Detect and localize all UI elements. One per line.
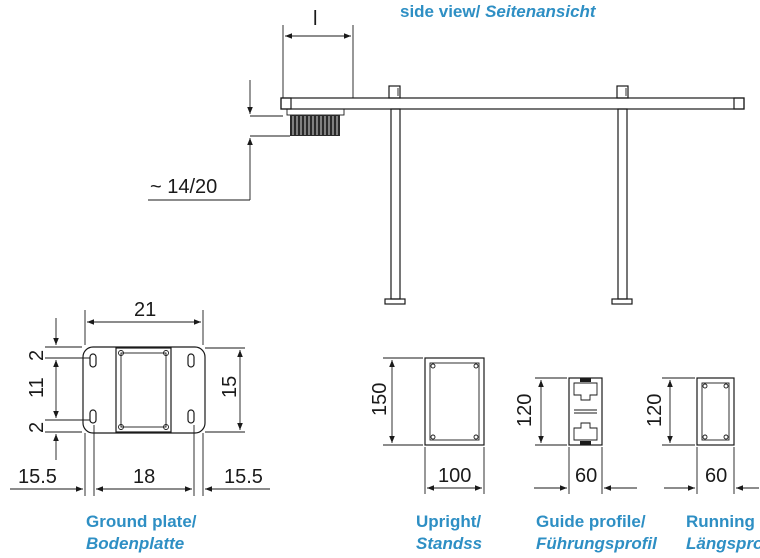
rail-end-cap-left [280, 97, 292, 110]
ru-dim-width: 60 [705, 465, 727, 487]
upright-1 [390, 108, 401, 300]
rail [280, 97, 745, 110]
foot-1 [384, 298, 406, 305]
up-caption-en: Upright/ [416, 512, 481, 531]
running-profile-corner [702, 383, 708, 389]
running-profile-corner [723, 434, 729, 440]
gu-caption-de: Führungsprofil [536, 534, 658, 553]
plate-outline [82, 346, 206, 434]
gp-dim-bottom-right: 15.5 [224, 466, 263, 488]
plate-upright-inner [120, 352, 167, 428]
dim-height-label: ~ 14/20 [150, 176, 217, 198]
side-view: side view/ Seitenansicht l ~ 14/20 [148, 2, 745, 305]
plate-bolt [163, 350, 169, 356]
gp-dim-top: 21 [134, 299, 156, 321]
plate-slot [187, 353, 195, 368]
brush-holder [286, 108, 345, 116]
ru-caption-en: Running [686, 512, 755, 531]
plate-upright-footprint [115, 347, 172, 433]
plate-slot [89, 353, 97, 368]
plate-bolt [118, 424, 124, 430]
ru-dim-height: 120 [644, 394, 666, 427]
upright-2 [617, 108, 628, 300]
gp-dim-left-top: 2 [26, 350, 48, 361]
plate-bolt [163, 424, 169, 430]
upright-profile-corner [430, 363, 436, 369]
running-profile-outline [696, 377, 735, 446]
ru-caption-de: Längspro [686, 534, 760, 553]
guide-profile-section: 120 60 Guide profile/ Führungsprofil [514, 377, 658, 553]
running-profile-section: 120 60 Running Längspro [644, 377, 760, 553]
gp-dim-bottom-mid: 18 [133, 466, 155, 488]
guide-profile-top-channel [573, 382, 598, 401]
up-caption-de: Standss [416, 534, 482, 553]
gu-dim-height: 120 [514, 394, 536, 427]
ground-plate: 21 2 11 2 15 15. [10, 299, 270, 553]
gp-caption-de: Bodenplatte [86, 534, 184, 553]
gp-dim-bottom-left: 15.5 [18, 466, 57, 488]
bracket-2 [616, 85, 629, 99]
gp-caption-en: Ground plate/ [86, 512, 197, 531]
gp-dim-left-mid: 11 [26, 377, 48, 398]
rail-end-cap-right [733, 97, 745, 110]
running-profile-inner [701, 382, 730, 441]
foot-2 [611, 298, 633, 305]
gp-dim-right: 15 [219, 376, 241, 398]
running-profile-corner [723, 383, 729, 389]
plate-slot [89, 409, 97, 424]
bracket-1 [388, 85, 401, 99]
up-dim-height: 150 [369, 383, 391, 416]
upright-profile-corner [473, 363, 479, 369]
guide-profile-slot [580, 378, 591, 382]
plate-bolt [118, 350, 124, 356]
gu-caption-en: Guide profile/ [536, 512, 646, 531]
running-profile-corner [702, 434, 708, 440]
upright-section: 150 100 Upright/ Standss [369, 357, 485, 553]
dim-length-label: l [313, 8, 317, 30]
gu-dim-width: 60 [575, 465, 597, 487]
gp-dim-left-bottom: 2 [26, 422, 48, 433]
guide-profile-slot [580, 441, 591, 445]
upright-profile-corner [430, 434, 436, 440]
guide-profile-bottom-channel [573, 422, 598, 441]
brush-bristles [290, 115, 340, 136]
side-view-title: side view/ Seitenansicht [400, 2, 597, 21]
upright-profile-inner [429, 362, 480, 441]
upright-profile [424, 357, 485, 446]
upright-profile-corner [473, 434, 479, 440]
plate-slot [187, 409, 195, 424]
up-dim-width: 100 [438, 465, 471, 487]
